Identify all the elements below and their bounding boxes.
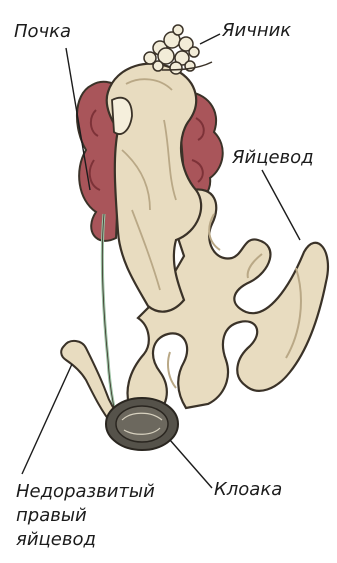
label-rudimentary-oviduct: Недоразвитый правый яйцевод <box>16 480 206 552</box>
leader-ovary <box>200 34 220 44</box>
label-rudiment-line3: яйцевод <box>16 528 206 552</box>
cloaca <box>106 398 178 450</box>
label-rudiment-line2: правый <box>16 504 206 528</box>
label-ovary: Яичник <box>222 19 291 43</box>
leader-rudiment <box>22 364 72 474</box>
label-oviduct: Яйцевод <box>232 146 314 170</box>
label-kidney: Почка <box>14 20 71 44</box>
label-cloaca: Клоака <box>214 478 282 502</box>
leader-oviduct <box>262 170 300 240</box>
label-rudiment-line1: Недоразвитый <box>16 480 206 504</box>
